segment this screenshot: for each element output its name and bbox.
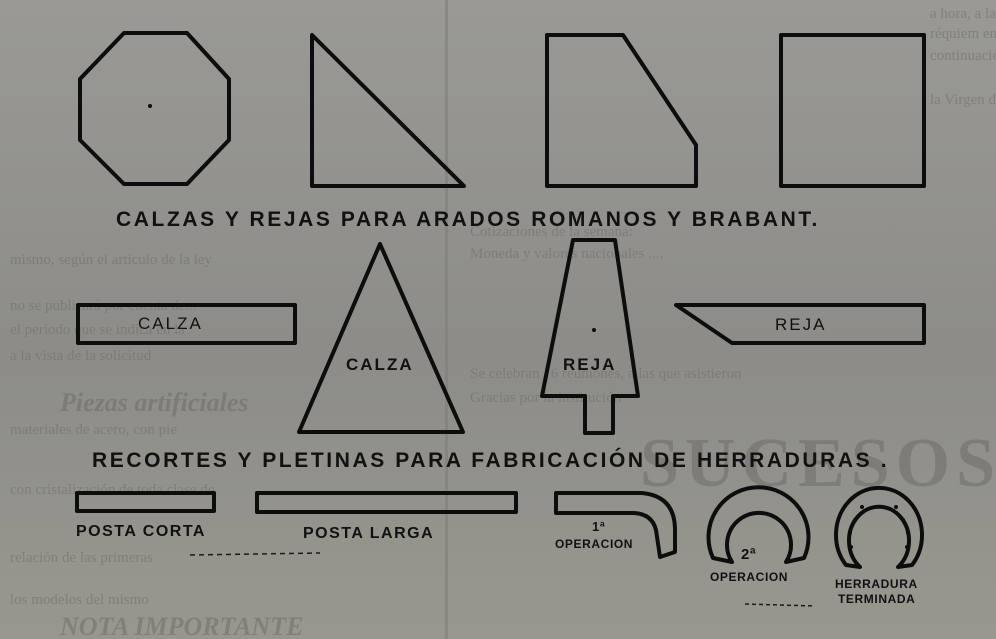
square-shape: [779, 33, 926, 188]
ghost-line: continuación el responso del primer vier…: [930, 48, 996, 64]
right-triangle-shape: [310, 33, 466, 188]
ghost-line: a la vista de la solicitud: [10, 348, 152, 364]
posta-larga-label: POSTA LARGA: [303, 525, 435, 542]
reja-bar-label: REJA: [775, 315, 827, 334]
calza-bar-label: CALZA: [138, 314, 203, 333]
ghost-line: a hora, a las ocho y media habrá misa de: [930, 6, 996, 22]
octagon-calza-shape: [78, 31, 231, 186]
reja-beveled-bar-shape: [674, 303, 926, 345]
op1-label: OPERACION: [555, 537, 634, 551]
ghost-heading: Piezas artificiales: [60, 388, 249, 417]
reja-trapezoid-label: REJA: [563, 355, 617, 374]
finished-horseshoe-shape: [834, 485, 924, 569]
heading-calzas-rejas: CALZAS Y REJAS PARA ARADOS ROMANOS Y BRA…: [116, 208, 820, 231]
ghost-line: materiales de acero, con pie: [10, 422, 177, 438]
column-fold: [445, 0, 448, 639]
op2-label: OPERACION: [710, 570, 789, 584]
ghost-line: réquiem en la iglesia de Santa Eulalia y…: [930, 26, 996, 42]
ghost-line: Cotizaciones de la semana:: [470, 224, 633, 240]
calza-triangle-label: CALZA: [346, 355, 414, 374]
ghost-line: el período que se indica en la: [10, 322, 185, 338]
ghost-line: los modelos del mismo: [10, 592, 149, 608]
op2-number: 2ª: [741, 546, 757, 563]
ghost-line: la Virgen de Covadonga.: [930, 92, 996, 108]
ghost-line: Se celebran 16 reuniones, a las que asis…: [470, 366, 742, 382]
finished-label-1: HERRADURA: [835, 577, 918, 591]
heading-recortes-pletinas: RECORTES Y PLETINAS PARA FABRICACIÓN DE …: [92, 449, 890, 472]
reja-trapezoid-shape: [540, 238, 640, 435]
finished-label-2: TERMINADA: [838, 592, 916, 606]
ghost-line: mismo, según el artículo de la ley: [10, 252, 213, 268]
hook-bar-shape: [554, 491, 677, 559]
open-horseshoe-shape: [706, 485, 811, 564]
ghost-heading: SUCESOS: [640, 425, 996, 502]
calza-bar-shape: [76, 303, 297, 345]
posta-corta-label: POSTA CORTA: [76, 523, 206, 540]
beveled-trapezoid-shape: [545, 33, 698, 188]
ghost-heading: NOTA IMPORTANTE: [60, 612, 304, 639]
posta-corta-bar-shape: [75, 491, 216, 513]
calza-triangle-shape: [297, 242, 465, 434]
op1-number: 1ª: [592, 519, 606, 534]
posta-larga-bar-shape: [255, 491, 518, 514]
ghost-line: relación de las primeras: [10, 550, 153, 566]
